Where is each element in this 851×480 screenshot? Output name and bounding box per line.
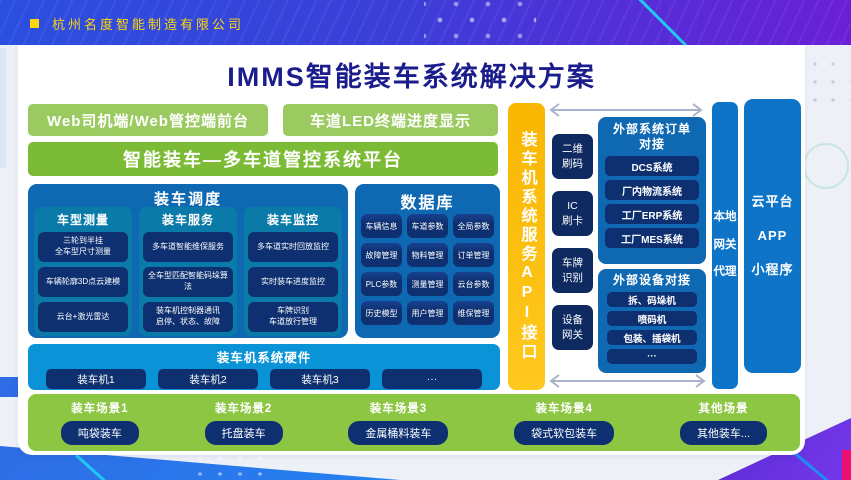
list-item: DCS系统 <box>605 156 699 176</box>
scene-label: 装车场景2 <box>214 403 273 415</box>
list-item: 云台+激光雷达 <box>38 302 128 332</box>
scene-group-4: 装车场景4 袋式软包装车 <box>514 400 615 445</box>
database-title: 数据库 <box>400 195 455 212</box>
loader-item-more: ··· <box>382 369 482 389</box>
loader-item: 装车机1 <box>46 369 146 389</box>
database-item: 故障管理 <box>361 243 402 267</box>
loader-item: 装车机3 <box>270 369 370 389</box>
database-grid: 车辆信息 车道参数 全局参数 故障管理 物料管理 订单管理 PLC参数 测量管理… <box>361 214 494 325</box>
list-item: 工厂MES系统 <box>605 228 699 248</box>
scene-group-3: 装车场景3 金属桶料装车 <box>348 400 449 445</box>
column-title: 装车服务 <box>161 213 214 227</box>
cloud-platform-bar: 云平台 APP 小程序 <box>744 99 801 373</box>
scene-label: 装车场景4 <box>535 403 593 415</box>
scheduling-panel: 装车调度 车型测量 三轮到半挂 全车型尺寸测量 车辆轮廓3D点云建模 云台+激光… <box>28 184 348 338</box>
list-item: 工厂ERP系统 <box>605 204 699 224</box>
database-item: 车辆信息 <box>361 214 402 238</box>
scheduling-columns: 车型测量 三轮到半挂 全车型尺寸测量 车辆轮廓3D点云建模 云台+激光雷达 装车… <box>34 207 342 336</box>
database-panel: 数据库 车辆信息 车道参数 全局参数 故障管理 物料管理 订单管理 PLC参数 … <box>355 184 500 338</box>
circle-outline-decoration <box>803 143 849 189</box>
local-gateway-bar: 本地 网关 代理 <box>712 102 738 389</box>
column-title: 车型测量 <box>56 213 109 227</box>
column-title: 装车监控 <box>266 213 319 227</box>
external-devices-panel: 外部设备对接 拆、码垛机 喷码机 包装、插袋机 ··· <box>598 269 706 373</box>
list-item: 多车道实时回放监控 <box>248 232 338 262</box>
scene-label: 装车场景1 <box>71 403 129 415</box>
dot-pattern-decoration <box>424 2 536 44</box>
dot-pattern-decoration <box>190 450 278 480</box>
scene-group-other: 其他场景 其他装车... <box>679 400 768 445</box>
api-interface-bar: 装车机系统服务API接口 <box>508 103 545 390</box>
bullet-square-icon <box>30 19 39 28</box>
list-item: 包装、插袋机 <box>607 330 697 345</box>
device-gateway-box: 设备 网关 <box>552 305 593 350</box>
hardware-panel: 装车机系统硬件 装车机1 装车机2 装车机3 ··· <box>28 344 500 390</box>
scene-group-1: 装车场景1 吨袋装车 <box>60 400 139 445</box>
column-loading-service: 装车服务 多车道智能维保服务 全车型匹配智能码垛算法 装车机控制器通讯 启停、状… <box>139 207 237 336</box>
database-item: 用户管理 <box>407 301 448 325</box>
scene-item: 金属桶料装车 <box>348 421 449 445</box>
top-banner: 杭州名度智能制造有限公司 <box>0 0 851 49</box>
list-item: 实时装车进度监控 <box>248 267 338 297</box>
lane-led-block: 车道LED终端进度显示 <box>283 104 498 136</box>
column-loading-monitor: 装车监控 多车道实时回放监控 实时装车进度监控 车牌识别 车道放行管理 <box>244 207 342 336</box>
list-item: 车辆轮廓3D点云建模 <box>38 267 128 297</box>
list-item: 喷码机 <box>607 311 697 326</box>
database-item: 订单管理 <box>453 243 494 267</box>
database-item: 云台参数 <box>453 272 494 296</box>
dot-pattern-decoration <box>806 55 850 115</box>
database-item: 维保管理 <box>453 301 494 325</box>
scene-item: 其他装车... <box>679 421 768 445</box>
list-item: 车牌识别 车道放行管理 <box>248 302 338 332</box>
company-name-row: 杭州名度智能制造有限公司 <box>30 14 244 33</box>
company-name: 杭州名度智能制造有限公司 <box>52 17 245 32</box>
scene-item: 吨袋装车 <box>60 421 139 445</box>
web-frontend-block: Web司机端/Web管控端前台 <box>28 104 268 136</box>
column-vehicle-measure: 车型测量 三轮到半挂 全车型尺寸测量 车辆轮廓3D点云建模 云台+激光雷达 <box>34 207 132 336</box>
loader-item: 装车机2 <box>158 369 258 389</box>
magenta-strip-decoration <box>842 450 851 480</box>
list-item-more: ··· <box>607 349 697 364</box>
scene-item: 袋式软包装车 <box>514 421 615 445</box>
hardware-items: 装车机1 装车机2 装车机3 ··· <box>28 366 500 389</box>
external-orders-title: 外部系统订单 对接 <box>612 122 691 151</box>
platform-bar: 智能装车—多车道管控系统平台 <box>28 142 498 176</box>
list-item: 装车机控制器通讯 启停、状态、故障 <box>143 302 233 332</box>
scene-label: 其他场景 <box>698 403 749 415</box>
database-item: 全局参数 <box>453 214 494 238</box>
scene-group-2: 装车场景2 托盘装车 <box>204 400 283 445</box>
database-item: 车道参数 <box>407 214 448 238</box>
database-item: PLC参数 <box>361 272 402 296</box>
list-item: 拆、码垛机 <box>607 292 697 307</box>
scenes-bar: 装车场景1 吨袋装车 装车场景2 托盘装车 装车场景3 金属桶料装车 装车场景4… <box>28 394 800 451</box>
hardware-title: 装车机系统硬件 <box>216 351 312 365</box>
database-item: 物料管理 <box>407 243 448 267</box>
database-item: 历史模型 <box>361 301 402 325</box>
edge-strip-decoration <box>0 48 6 168</box>
blue-square-decoration <box>0 377 20 397</box>
list-item: 厂内物流系统 <box>605 180 699 200</box>
qr-scan-box: 二维 刷码 <box>552 134 593 179</box>
page-title: IMMS智能装车系统解决方案 <box>227 62 596 92</box>
scheduling-title: 装车调度 <box>153 191 222 208</box>
external-orders-panel: 外部系统订单 对接 DCS系统 厂内物流系统 工厂ERP系统 工厂MES系统 <box>598 117 706 264</box>
list-item: 三轮到半挂 全车型尺寸测量 <box>38 232 128 262</box>
database-item: 测量管理 <box>407 272 448 296</box>
scene-item: 托盘装车 <box>204 421 283 445</box>
list-item: 多车道智能维保服务 <box>143 232 233 262</box>
external-devices-title: 外部设备对接 <box>612 273 691 287</box>
diagonal-line-decoration <box>637 0 690 49</box>
scene-label: 装车场景3 <box>369 403 428 415</box>
list-item: 全车型匹配智能码垛算法 <box>143 267 233 297</box>
plate-recognition-box: 车牌 识别 <box>552 248 593 293</box>
ic-card-box: IC 刷卡 <box>552 191 593 236</box>
